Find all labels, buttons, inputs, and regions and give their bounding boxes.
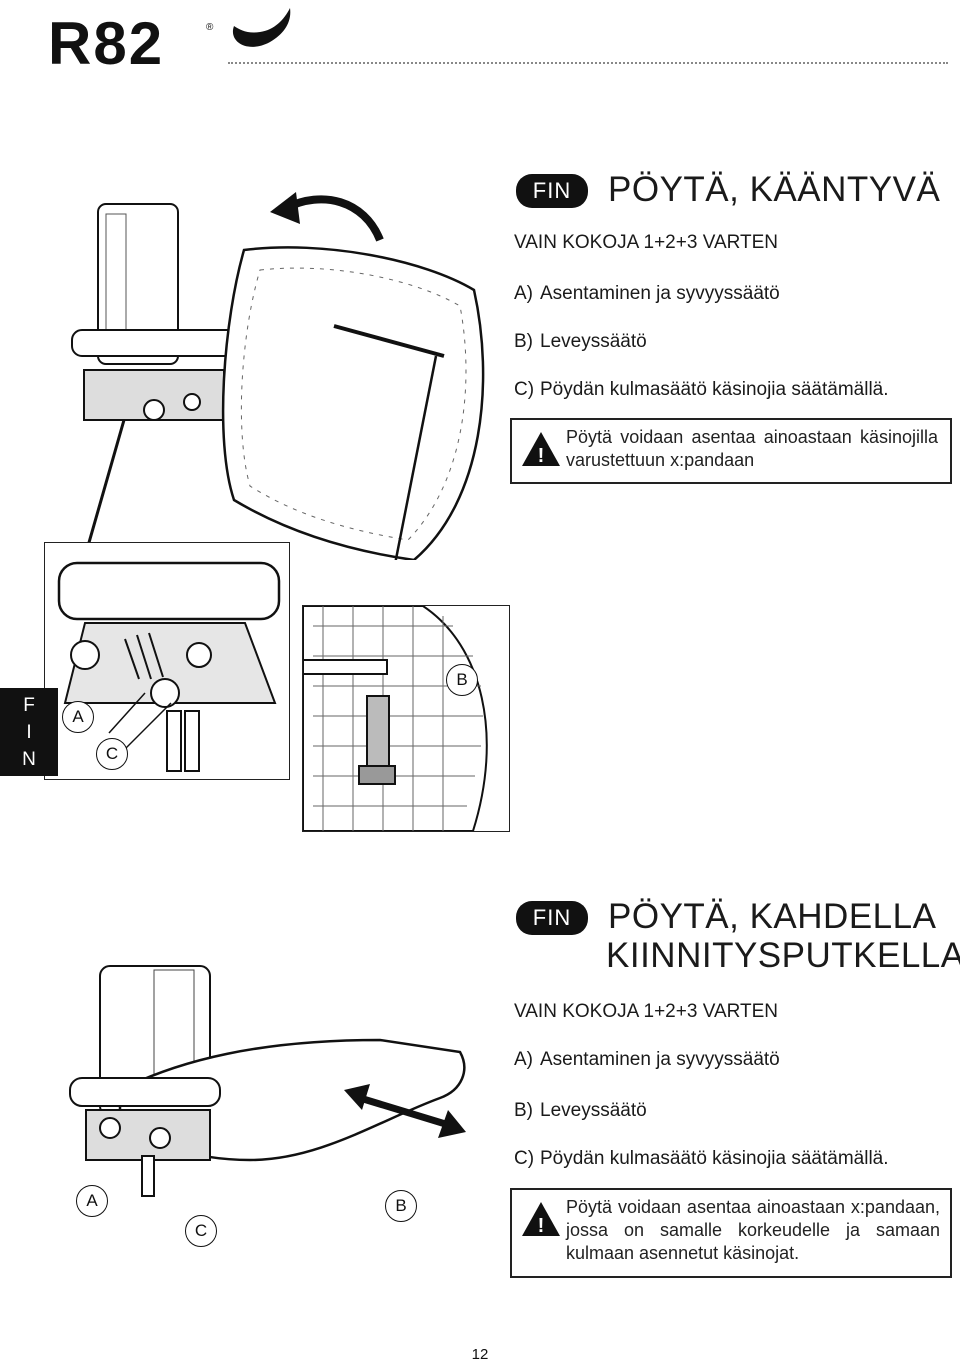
item-key: B) <box>514 1100 533 1121</box>
svg-text:®: ® <box>206 22 214 33</box>
side-tab-letter: I <box>26 722 32 743</box>
item-text: Asentaminen ja syvyyssäätö <box>540 283 780 304</box>
illustration-two-tube-table <box>60 960 470 1200</box>
section2-title-line1: PÖYTÄ, KAHDELLA <box>608 897 937 936</box>
svg-text:!: ! <box>538 445 545 467</box>
callout-c: C <box>185 1215 217 1247</box>
section2-item-b: B) Leveyssäätö <box>514 1100 647 1122</box>
section2-subtitle: VAIN KOKOJA 1+2+3 VARTEN <box>514 1001 779 1022</box>
detail-image-clamp <box>44 542 290 780</box>
section1-item-a: A) Asentaminen ja syvyyssäätö <box>514 283 780 305</box>
section1-title: PÖYTÄ, KÄÄNTYVÄ <box>608 170 941 209</box>
warning-icon: ! <box>520 430 562 473</box>
section2-item-a: A) Asentaminen ja syvyyssäätö <box>514 1049 780 1071</box>
svg-text:!: ! <box>538 1215 545 1237</box>
side-tab-letter: N <box>22 749 36 770</box>
callout-b: B <box>385 1190 417 1222</box>
section2-warning-box: ! Pöytä voidaan asentaa ainoastaan x:pan… <box>510 1188 952 1278</box>
section1-warning-text: Pöytä voidaan asentaa ainoastaan käsinoj… <box>566 427 938 470</box>
detail-image-tray <box>302 605 510 832</box>
item-text: Leveyssäätö <box>540 1100 647 1121</box>
section2-item-c: C) Pöydän kulmasäätö käsinojia säätämäll… <box>514 1148 889 1170</box>
item-key: A) <box>514 283 533 304</box>
section2-warning-text: Pöytä voidaan asentaa ainoastaan x:panda… <box>566 1197 940 1263</box>
section2-title-line2: KIINNITYSPUTKELLA <box>606 936 960 975</box>
language-side-tab: F I N <box>0 688 58 776</box>
item-text: Asentaminen ja syvyyssäätö <box>540 1049 780 1070</box>
r82-logo: R82 ® <box>48 2 298 77</box>
header-divider <box>228 62 948 64</box>
language-badge-fin: FIN <box>516 174 588 208</box>
item-key: B) <box>514 331 533 352</box>
page-number: 12 <box>471 1346 489 1363</box>
side-tab-letter: F <box>23 695 35 716</box>
section1-item-b: B) Leveyssäätö <box>514 331 647 353</box>
item-key: C) <box>514 379 535 400</box>
section1-item-c: C) Pöydän kulmasäätö käsinojia säätämäll… <box>514 379 889 401</box>
svg-text:R82: R82 <box>48 10 164 68</box>
item-text: Leveyssäätö <box>540 331 647 352</box>
callout-b: B <box>446 664 478 696</box>
item-key: C) <box>514 1148 535 1169</box>
item-text: Pöydän kulmasäätö käsinojia säätämällä. <box>540 379 889 400</box>
language-badge-fin: FIN <box>516 901 588 935</box>
callout-a: A <box>76 1185 108 1217</box>
item-text: Pöydän kulmasäätö käsinojia säätämällä. <box>540 1148 889 1169</box>
illustration-swivel-table <box>64 180 504 621</box>
section1-subtitle: VAIN KOKOJA 1+2+3 VARTEN <box>514 232 779 253</box>
section1-warning-box: ! Pöytä voidaan asentaa ainoastaan käsin… <box>510 418 952 484</box>
callout-c: C <box>96 738 128 770</box>
item-key: A) <box>514 1049 533 1070</box>
callout-a: A <box>62 701 94 733</box>
warning-icon: ! <box>520 1200 562 1243</box>
